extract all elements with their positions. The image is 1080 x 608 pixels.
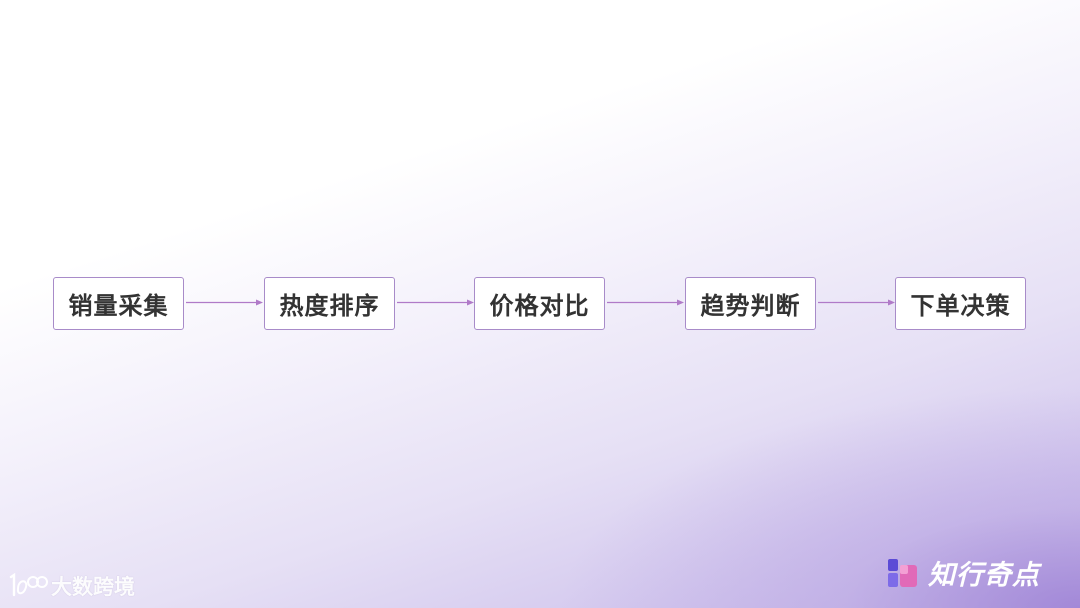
- zhixingqidian-logo-icon: [886, 556, 920, 590]
- step-box-4: 趋势判断: [685, 277, 816, 330]
- step-label-4: 趋势判断: [700, 292, 801, 320]
- arrow-4: [818, 299, 896, 306]
- arrow-3: [607, 299, 685, 306]
- step-label-5: 下单决策: [910, 292, 1011, 320]
- watermark: 大数跨境: [8, 571, 135, 601]
- brand-name: 知行奇点: [928, 560, 1040, 591]
- arrow-1: [186, 299, 264, 306]
- step-box-5: 下单决策: [895, 277, 1026, 330]
- brand: 知行奇点: [886, 553, 1040, 592]
- 1688-logo-icon: [8, 573, 48, 599]
- step-box-2: 热度排序: [264, 277, 395, 330]
- step-box-3: 价格对比: [474, 277, 605, 330]
- watermark-text: 大数跨境: [51, 575, 135, 599]
- step-label-1: 销量采集: [68, 292, 169, 320]
- step-label-3: 价格对比: [489, 292, 590, 320]
- step-label-2: 热度排序: [279, 292, 380, 320]
- step-box-1: 销量采集: [53, 277, 184, 330]
- arrow-2: [397, 299, 475, 306]
